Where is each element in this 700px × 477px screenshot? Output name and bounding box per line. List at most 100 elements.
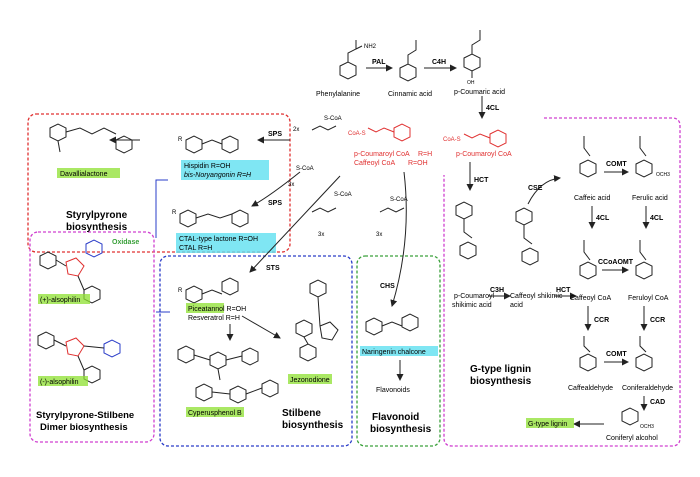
scoa-flavonoid: S-CoA <box>390 197 408 203</box>
pcsa-label-2: shikimic acid <box>452 302 492 309</box>
minus-alsophilin-box <box>38 376 88 386</box>
piceatannol-r: R <box>178 288 183 294</box>
cinnamic-label: Cinnamic acid <box>388 91 432 98</box>
dimer-title-2: Dimer biosynthesis <box>40 422 128 433</box>
sts-enzyme: STS <box>266 265 280 272</box>
cinnamic-structure <box>399 40 417 82</box>
stilbene-title-2: biosynthesis <box>282 420 344 431</box>
threex-label-3: 3x <box>376 232 382 238</box>
styrylpyrone-title-2: biosynthesis <box>66 222 128 233</box>
caffeic-structure <box>579 136 597 178</box>
plus-alsophilin-label: (+)-alsophilin <box>40 297 80 304</box>
stilbene-title-1: Stilbene <box>282 408 321 419</box>
twox-label: 2x <box>293 127 299 133</box>
minus-alsophilin-structure <box>37 331 121 384</box>
bisnoryangonin-label: bis-Noryangonin R=H <box>184 172 252 179</box>
scoa-top: S-CoA <box>324 116 342 122</box>
coniferyl-och3: OCH3 <box>640 424 654 430</box>
pcoumaroyl-coa-center-label: p-Coumaroyl CoA <box>354 151 410 158</box>
caffeoyl-coa-center-label: Caffeoyl CoA <box>354 160 395 167</box>
ctal-label: CTAL R=H <box>179 245 212 252</box>
pcoumaroyl-coa-center-r: R=H <box>418 151 432 158</box>
dimer-region <box>29 231 155 443</box>
coniferyl-structure <box>621 407 639 426</box>
sps-enzyme-top: SPS <box>268 131 282 138</box>
coniferaldehyde-structure <box>635 336 653 372</box>
malonyl-coa-top <box>311 125 337 131</box>
comt-enzyme-2: COMT <box>606 351 627 358</box>
davallialactone-structure <box>49 123 133 154</box>
feruloyl-coa-structure <box>635 240 653 280</box>
hispidin-box <box>181 160 269 180</box>
naringenin-structure <box>365 313 419 336</box>
cafshik-label-2: acid <box>510 302 523 309</box>
minus-alsophilin-label: (-)-alsophilin <box>40 379 79 386</box>
coas-center: CoA-S <box>348 131 366 137</box>
cse-enzyme: CSE <box>528 185 543 192</box>
caffald-label: Caffealdehyde <box>568 385 613 392</box>
ferulic-structure <box>635 136 653 178</box>
caffcoa-label: Caffeoyl CoA <box>570 295 611 302</box>
naringenin-box <box>360 346 438 356</box>
caffeic-label: Caffeic acid <box>574 195 611 202</box>
pal-enzyme: PAL <box>372 59 386 66</box>
hispidin-r: R <box>178 137 183 143</box>
ctal-r: R <box>172 210 177 216</box>
styrylpyrone-region <box>27 113 291 253</box>
jezonodione-label: Jezonodione <box>290 377 330 384</box>
phenylalanine-structure <box>339 40 363 80</box>
center-coa-structure <box>367 123 411 142</box>
g-lignin-label: G-type lignin <box>528 421 567 428</box>
ccr-enzyme-1: CCR <box>594 317 609 324</box>
cafshik-label-1: Caffeoyl shikimic <box>510 293 563 300</box>
ctal-structure <box>179 209 249 228</box>
g-lignin-box <box>526 418 574 428</box>
phenylalanine-label: Phenylalanine <box>316 91 360 98</box>
4cl-enzyme-a: 4CL <box>596 215 610 222</box>
flavonoid-region <box>356 255 441 447</box>
cyperusphenol-label: Cyperusphenol B <box>188 410 242 417</box>
davallialactone-text: Davallialactone <box>60 171 108 178</box>
conald-label: Coniferaldehyde <box>622 385 673 392</box>
scoa-stilbene: S-CoA <box>334 192 352 198</box>
lignin-title-2: biosynthesis <box>470 376 532 387</box>
ferulic-och3: OCH3 <box>656 172 670 178</box>
hispidin-label: Hispidin R=OH <box>184 163 231 170</box>
styrylpyrone-title-1: Styrylpyrone <box>66 210 128 221</box>
ferucoa-label: Feruloyl CoA <box>628 295 669 302</box>
cyperusphenol-box <box>186 407 244 417</box>
hispidin-structure <box>185 135 239 154</box>
chs-enzyme: CHS <box>380 283 395 290</box>
4cl-enzyme-b: 4CL <box>650 215 664 222</box>
threex-label-2: 3x <box>318 232 324 238</box>
ctal-box <box>176 233 276 253</box>
4cl-enzyme: 4CL <box>486 105 500 112</box>
stilbene-region <box>159 255 353 447</box>
pcoumaroyl-shikimic-structure <box>455 201 477 260</box>
jezonodione-structure <box>295 279 339 362</box>
caffeoyl-coa-lignin-structure <box>579 240 597 280</box>
plus-alsophilin-structure <box>39 239 103 304</box>
flavonoid-title-1: Flavonoid <box>372 412 419 423</box>
piceatannol-label: Piceatannol R=OH <box>188 306 246 313</box>
scoa-mid: S-CoA <box>296 166 314 172</box>
naringenin-label: Naringenin chalcone <box>362 349 426 356</box>
caffealdehyde-structure <box>579 336 597 372</box>
jezonodione-box <box>288 374 332 384</box>
dimer-title-1: Styrylpyrone-Stilbene <box>36 410 134 421</box>
nh2-label: NH2 <box>364 44 377 50</box>
oxidase-label: Oxidase <box>112 239 139 246</box>
lignin-title-1: G-type lignin <box>470 364 531 375</box>
threex-label-1: 3x <box>288 182 294 188</box>
c3h-enzyme: C3H <box>490 287 504 294</box>
ccoaomt-enzyme: CCoAOMT <box>598 259 634 266</box>
plus-alsophilin-box <box>38 294 90 304</box>
cyperusphenol-structure <box>177 345 279 404</box>
ferulic-label: Ferulic acid <box>632 195 668 202</box>
coumaric-label: p-Coumaric acid <box>454 89 505 96</box>
ctal-lactone-label: CTAL-type lactone R=OH <box>179 236 258 243</box>
c4h-enzyme: C4H <box>432 59 446 66</box>
malonyl-coa-flavonoid <box>379 207 405 213</box>
caffeoyl-coa-center-r: R=OH <box>408 160 428 167</box>
